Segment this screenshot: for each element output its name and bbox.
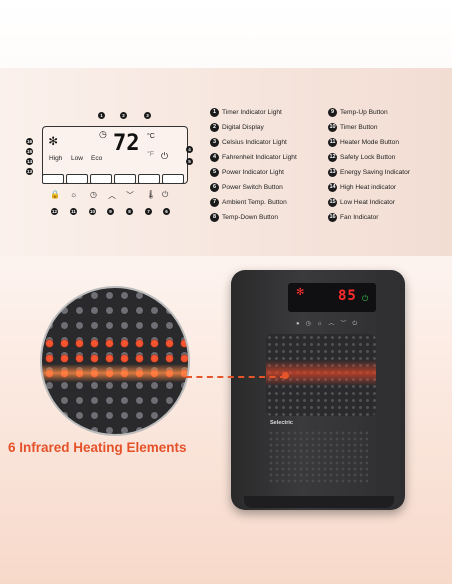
callout-6: 6 xyxy=(163,208,170,215)
power-icon: ⏻ xyxy=(162,190,169,199)
callout-11: 11 xyxy=(70,208,77,215)
fahrenheit-label: °F xyxy=(147,151,155,158)
callout-5: 5 xyxy=(186,158,193,165)
power-led-icon: ⏻ xyxy=(362,294,369,303)
magnified-heating-elements xyxy=(40,286,190,436)
celsius-label: °C xyxy=(147,133,155,140)
callout-3: 3 xyxy=(144,112,151,119)
heater-vents xyxy=(268,430,368,485)
callout-14: 14 xyxy=(26,158,33,165)
power-indicator-icon: ⏻ xyxy=(161,151,169,161)
callout-9: 9 xyxy=(107,208,114,215)
callout-10: 10 xyxy=(89,208,96,215)
zoom-connector-line xyxy=(186,376,286,378)
clock-icon: ◷ xyxy=(90,190,97,199)
lcd-key xyxy=(42,174,64,184)
heater-base xyxy=(244,496,394,508)
zoom-connector-dot xyxy=(282,372,289,379)
lcd-key xyxy=(114,174,136,184)
mode-eco-label: Eco xyxy=(91,155,103,162)
heater-control-icons: ●◷☼︿﹀⏻ xyxy=(296,321,364,327)
glow-band xyxy=(42,364,188,382)
callout-16: 16 xyxy=(26,138,33,145)
callout-7: 7 xyxy=(145,208,152,215)
lock-icon: 🔒 xyxy=(50,190,60,199)
callout-15: 15 xyxy=(26,148,33,155)
lcd-key xyxy=(138,174,160,184)
fan-indicator-icon: ✻ xyxy=(296,287,305,298)
timer-icon: ◷ xyxy=(99,129,107,139)
thermometer-icon: 🌡 xyxy=(146,190,157,199)
chevron-down-icon: ﹀ xyxy=(126,191,134,200)
lcd-key xyxy=(90,174,112,184)
mode-low-label: Low xyxy=(71,155,83,162)
fan-icon: ✻ xyxy=(49,133,58,149)
callout-13: 13 xyxy=(26,168,33,175)
heater-display-panel xyxy=(288,283,376,312)
mode-high-label: High xyxy=(49,155,63,162)
callout-8: 8 xyxy=(126,208,133,215)
sun-icon: ☼ xyxy=(70,190,78,199)
callout-4: 4 xyxy=(186,146,193,153)
temperature-readout: 72 xyxy=(113,131,140,156)
caption: 6 Infrared Heating Elements xyxy=(8,440,187,455)
lcd-button-row xyxy=(42,174,192,184)
chevron-up-icon: ︿ xyxy=(108,191,116,200)
callout-1: 1 xyxy=(98,112,105,119)
heater-temperature: 85 xyxy=(338,288,357,304)
brand-logo: Selectric xyxy=(270,420,293,426)
lcd-key xyxy=(162,174,184,184)
callout-2: 2 xyxy=(120,112,127,119)
callout-12: 12 xyxy=(51,208,58,215)
lcd-key xyxy=(66,174,88,184)
